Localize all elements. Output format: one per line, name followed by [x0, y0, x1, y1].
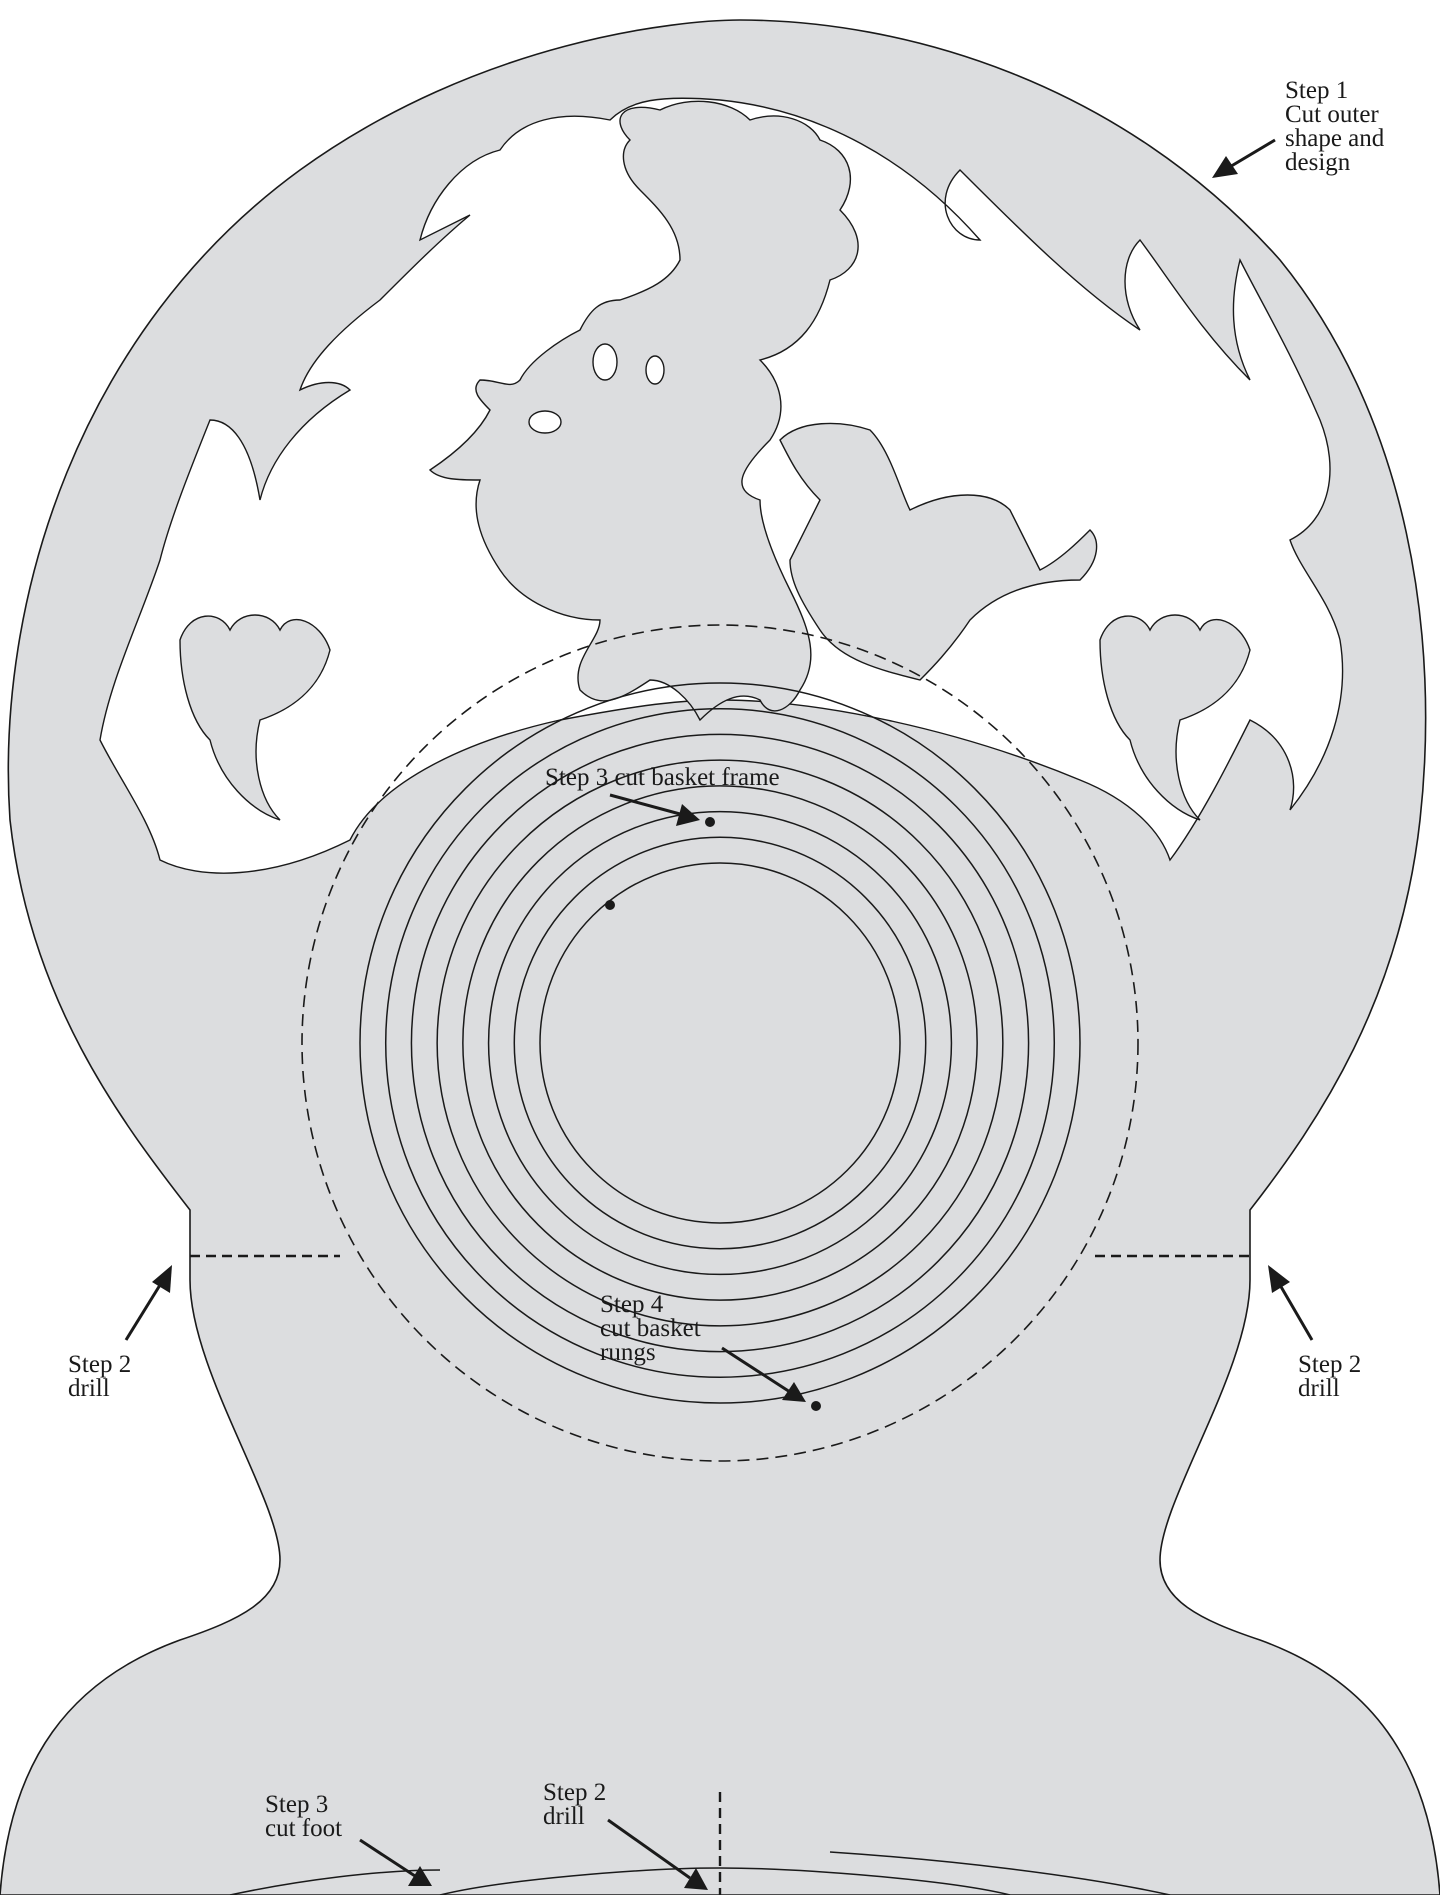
label-step2-left: Step 2 drill — [68, 1351, 137, 1402]
arrow-step2-right — [1268, 1265, 1314, 1341]
arrow-step2-left — [124, 1265, 172, 1341]
label-step1: Step 1 Cut outer shape and design — [1285, 77, 1391, 176]
foot-curve-left — [229, 1869, 441, 1895]
label-step3-foot: Step 3 cut foot — [265, 1791, 342, 1842]
label-step3-frame: Step 3 cut basket frame — [545, 764, 780, 791]
spiral-end-point — [811, 1401, 821, 1411]
label-step4: Step 4 cut basket rungs — [600, 1291, 707, 1366]
arrow-step4 — [721, 1346, 806, 1402]
basket-rung — [462, 785, 978, 1301]
arrow-step3-frame — [609, 793, 700, 826]
tulip-right — [1099, 614, 1251, 821]
label-step2-right: Step 2 drill — [1298, 1351, 1367, 1402]
basket-rung — [436, 759, 1004, 1327]
arrow-step1 — [1212, 138, 1276, 178]
basket-rung — [384, 707, 1056, 1379]
face-cutout — [528, 410, 562, 434]
watering-can — [779, 422, 1098, 681]
child-figure — [428, 100, 859, 722]
arrow-step2-bottom — [607, 1818, 708, 1890]
basket-rung — [410, 733, 1030, 1353]
basket-rung — [513, 836, 927, 1250]
arrow-step3-foot — [359, 1838, 432, 1886]
basket-frame-cutline — [301, 624, 1139, 1462]
frame-start-point — [705, 817, 715, 827]
foot-curve-right — [829, 1851, 1171, 1895]
basket-rungs — [359, 682, 1081, 1404]
eye-cutout-1 — [592, 343, 618, 381]
basket-rung — [359, 682, 1081, 1404]
tulip-left — [179, 614, 331, 821]
eye-cutout-2 — [645, 355, 665, 385]
spiral-start-point — [605, 900, 615, 910]
label-step2-bottom: Step 2 drill — [543, 1779, 612, 1830]
basket-rung — [539, 862, 901, 1224]
basket-rung — [487, 810, 953, 1276]
foot-arc — [439, 1867, 1011, 1895]
